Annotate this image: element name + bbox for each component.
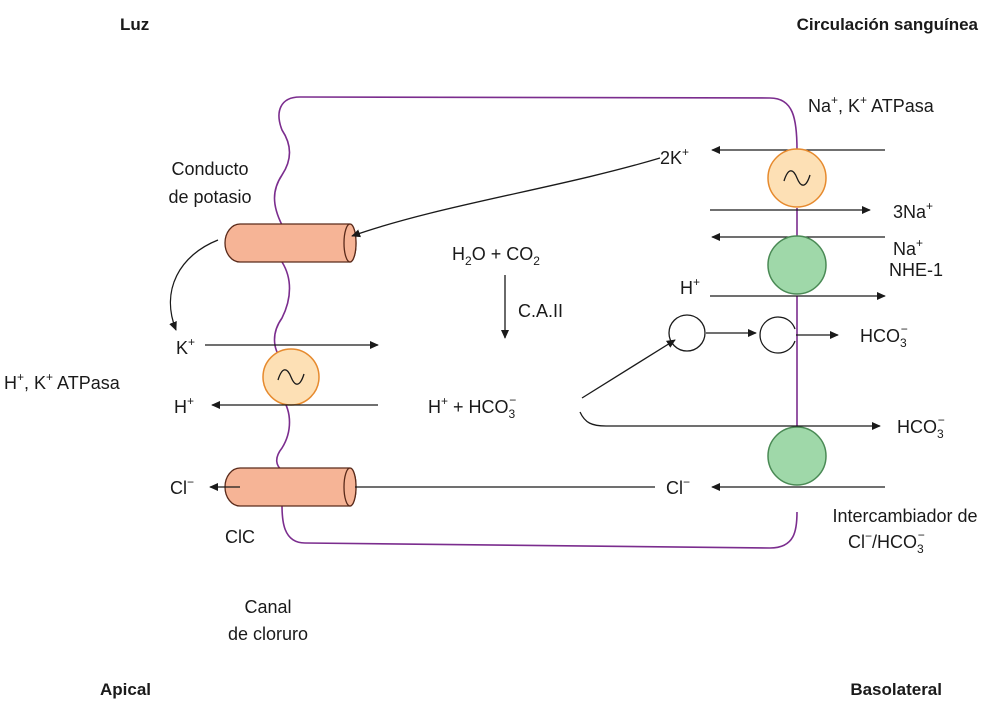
ion-h-apical-label: H+ [174, 394, 194, 417]
ion-cl-apical-label: Cl− [170, 475, 194, 498]
blood-circulation-label: Circulación sanguínea [797, 15, 979, 34]
exchanger-label-line1: Intercambiador de [832, 506, 977, 526]
hco3-to-carrier-arrow [582, 340, 675, 398]
reaction-products: H+ + HCO3− [428, 393, 516, 421]
potassium-channel-label-line1: Conducto [171, 159, 248, 179]
k-recycle-arrow [170, 240, 218, 330]
k-to-channel-arrow [352, 158, 660, 236]
hco3-efflux-arrow-2 [580, 412, 880, 426]
chloride-channel-label-line2: de cloruro [228, 624, 308, 644]
ion-hco3-label-2: HCO3− [897, 413, 945, 441]
lumen-label: Luz [120, 15, 149, 34]
ion-h-basolateral-label: H+ [680, 275, 700, 298]
hco3-carrier-1 [669, 315, 705, 351]
reaction-reactants: H2O + CO2 [452, 244, 540, 268]
basolateral-label: Basolateral [850, 680, 942, 699]
nhe1-label: NHE-1 [889, 260, 943, 280]
clc-chloride-channel [225, 468, 356, 506]
ion-cl-basolateral-label: Cl− [666, 475, 690, 498]
cl-hco3-exchanger [768, 427, 826, 485]
nhe1-exchanger [768, 236, 826, 294]
na-k-atpase-label: Na+, K+ ATPasa [808, 93, 935, 116]
ion-na-label: Na+ [893, 236, 923, 259]
ion-hco3-label-1: HCO3− [860, 322, 908, 350]
h-k-atpase-label: H+, K+ ATPasa [4, 370, 121, 393]
potassium-channel-label-line2: de potasio [168, 187, 251, 207]
chloride-channel-label-line1: Canal [244, 597, 291, 617]
hco3-carrier-2 [760, 317, 795, 353]
ion-k-apical-label: K+ [176, 335, 195, 358]
ion-2k-label: 2K+ [660, 145, 689, 168]
carbonic-anhydrase-label: C.A.II [518, 301, 563, 321]
ion-3na-label: 3Na+ [893, 199, 933, 222]
potassium-channel [225, 224, 356, 262]
apical-label: Apical [100, 680, 151, 699]
clc-label: ClC [225, 527, 255, 547]
exchanger-label-line2: Cl−/HCO3− [848, 528, 925, 556]
